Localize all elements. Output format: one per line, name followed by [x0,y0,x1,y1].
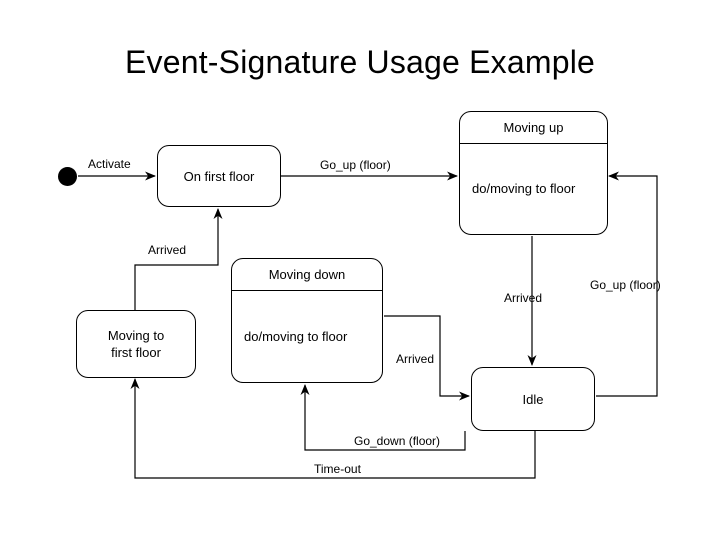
state-moving-down[interactable]: Moving down do/moving to floor [231,258,383,383]
state-moving-down-title: Moving down [232,259,382,291]
state-moving-up[interactable]: Moving up do/moving to floor [459,111,608,235]
label-arrived-moving-up-to-idle: Arrived [504,291,543,305]
label-go-up-idle: Go_up (floor) [590,278,661,292]
state-idle[interactable]: Idle [471,367,595,431]
state-moving-down-activity: do/moving to floor [244,328,348,344]
state-on-first-floor[interactable]: On first floor [157,145,281,207]
wire-time-out [130,378,536,479]
state-moving-to-first-floor-line1: Moving to [107,328,165,343]
label-arrived-to-first-floor: Arrived [148,243,187,257]
state-moving-up-activity: do/moving to floor [472,181,576,196]
label-arrived-moving-down-to-idle: Arrived [396,352,435,366]
wire-go-down [300,384,466,451]
label-time-out: Time-out [314,462,361,476]
state-moving-to-first-floor-line2: first floor [111,345,161,360]
wire-arrived-moving-down-to-idle [384,315,470,401]
wire-arrived-to-first-floor [134,208,223,310]
state-idle-label: Idle [522,391,544,407]
state-moving-to-first-floor[interactable]: Moving to first floor [76,310,196,378]
label-go-up-top: Go_up (floor) [320,158,391,172]
label-activate: Activate [88,157,131,171]
page-title: Event-Signature Usage Example [124,44,596,80]
state-moving-up-title: Moving up [460,112,607,144]
state-on-first-floor-label: On first floor [183,168,255,184]
label-go-down: Go_down (floor) [354,434,441,448]
wire-go-up-idle [596,171,658,397]
initial-state-dot [58,167,77,186]
